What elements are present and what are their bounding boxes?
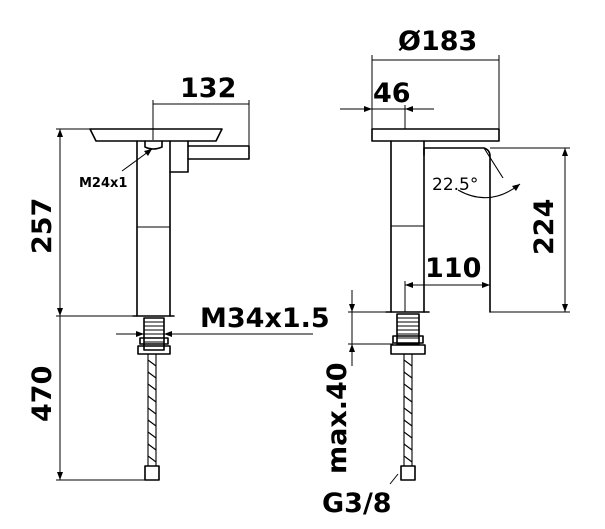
label-angle: 22.5°	[432, 175, 478, 195]
dim-height-right: 224	[529, 199, 560, 255]
dim-offset: 46	[373, 78, 411, 109]
dim-reach: 110	[425, 253, 481, 284]
right-faucet-view	[371, 128, 500, 481]
left-dimensions: 132 257 M24x1 M34x1.5 470	[27, 73, 330, 481]
dim-deck-max: max.40	[322, 362, 353, 474]
label-thread-aerator: M24x1	[79, 176, 127, 191]
right-dimensions: Ø183 46 22.5° 224 110 max.40 G3/8	[322, 26, 570, 519]
dim-thread-body: M34x1.5	[200, 303, 330, 334]
label-connection: G3/8	[322, 488, 392, 519]
dim-width-top-left: 132	[180, 73, 236, 104]
dim-diameter: Ø183	[398, 26, 477, 57]
dim-hose-length: 470	[27, 366, 58, 422]
dim-height-left: 257	[27, 198, 58, 254]
